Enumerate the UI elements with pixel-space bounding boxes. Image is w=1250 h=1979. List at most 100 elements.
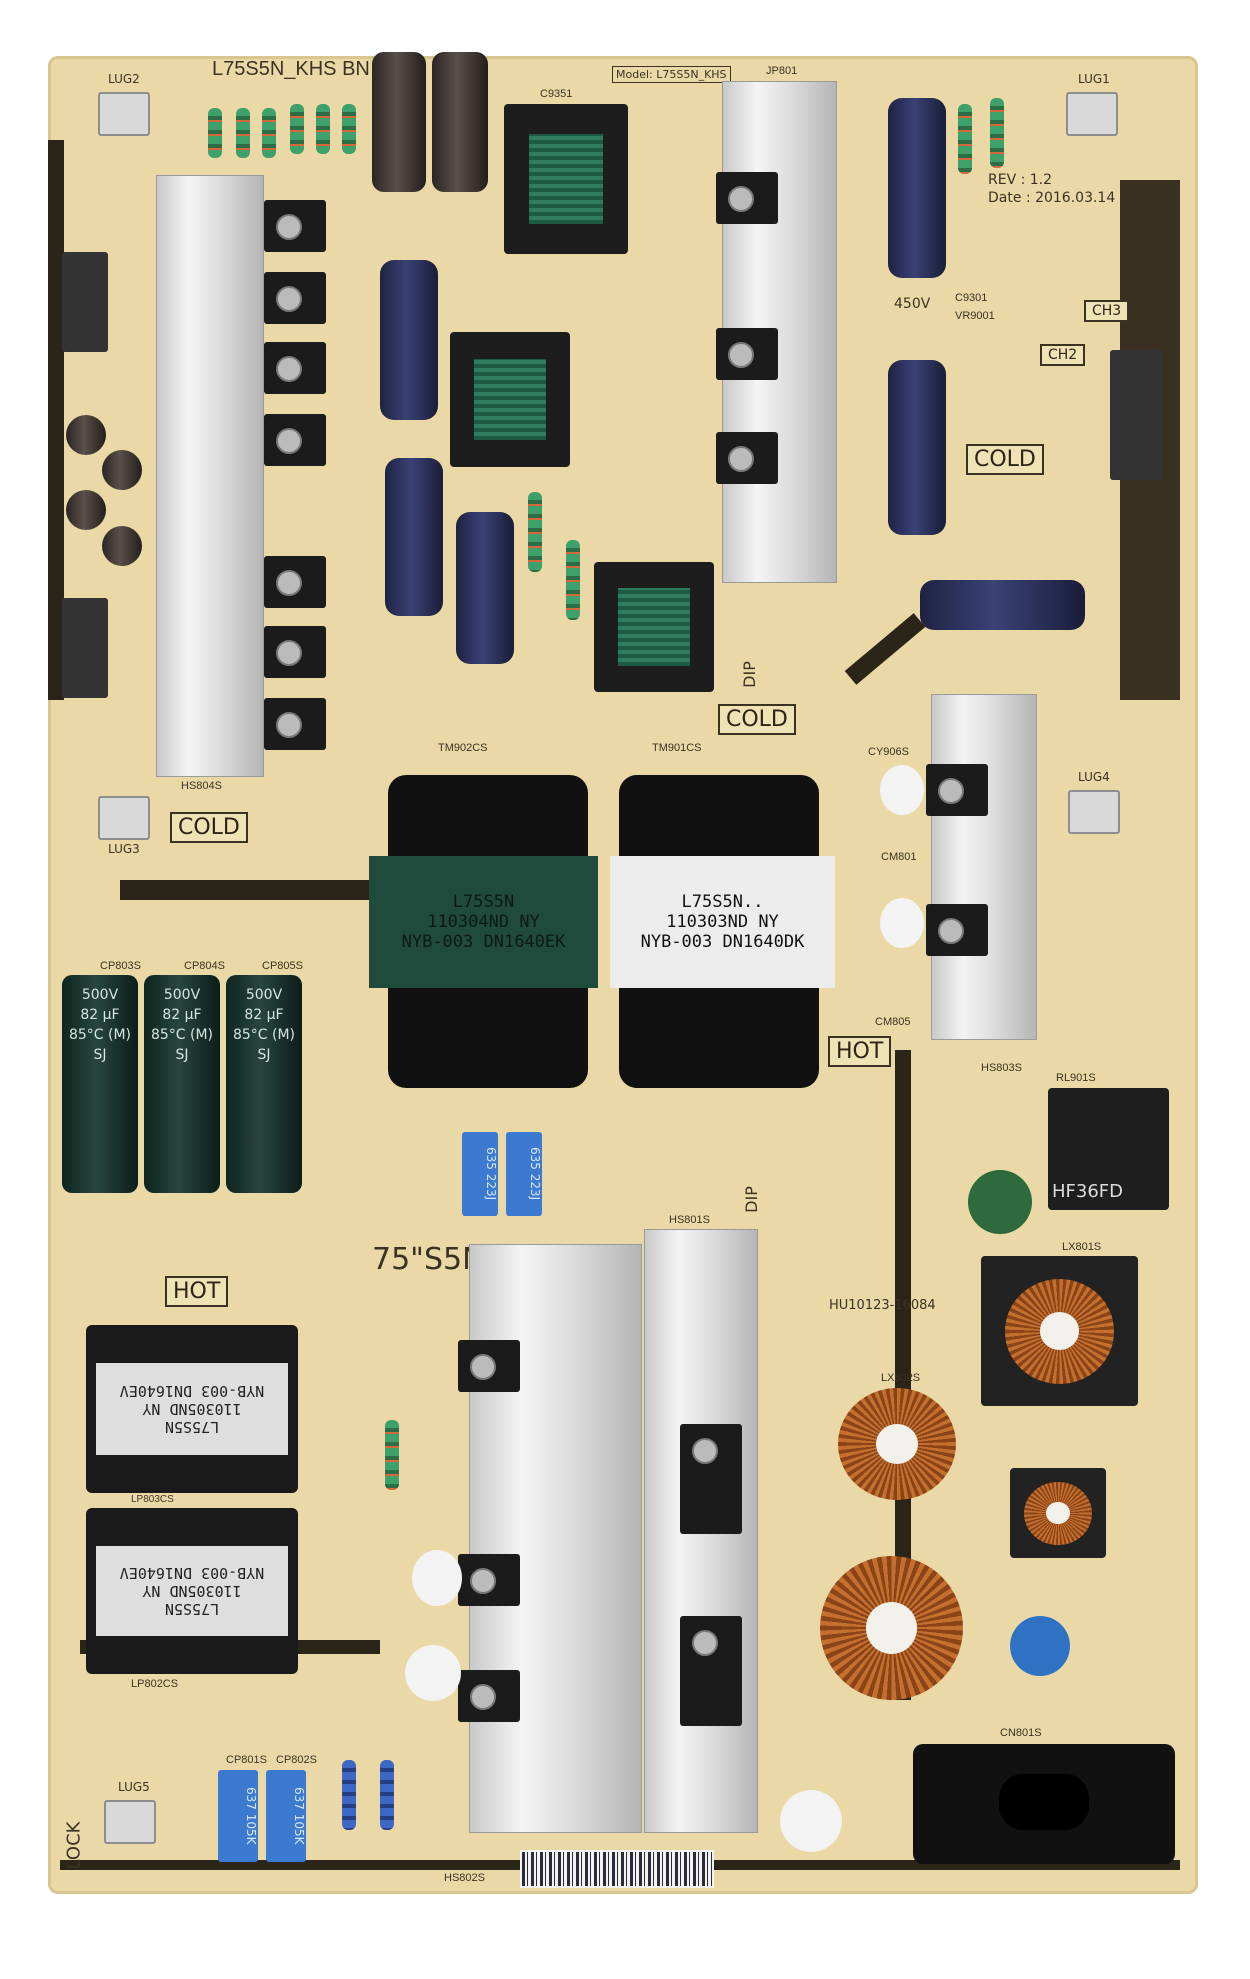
mosfet [926, 904, 988, 956]
electrolytic-capacitor [385, 458, 443, 616]
capacitor-rating: SJ [175, 1047, 189, 1063]
ground-lug [1066, 92, 1118, 136]
transformer-code: 110305ND NY [142, 1400, 242, 1418]
electrolytic-capacitor [920, 580, 1085, 630]
bulk-capacitor: 500V 82 µF 85°C (M) SJ [226, 975, 302, 1193]
mosfet [264, 342, 326, 394]
bulk-capacitor: 500V 82 µF 85°C (M) SJ [144, 975, 220, 1193]
size-mark: 75"S5N [372, 1242, 485, 1277]
pcb-trace [48, 140, 64, 700]
connector[interactable] [62, 598, 108, 698]
electrolytic-capacitor [888, 98, 946, 278]
ground-lug [98, 796, 150, 840]
dip-label: DIP [741, 1186, 761, 1213]
silkscreen-ref: VR9001 [955, 310, 995, 322]
relay-label: HF36FD [1052, 1181, 1124, 1202]
resistor [566, 540, 580, 620]
glue-blob [880, 898, 924, 948]
capacitor-rating: 85°C (M) [232, 1027, 296, 1043]
heatsink-left [156, 175, 264, 777]
electrolytic-capacitor [102, 450, 142, 490]
silkscreen-ref: CP803S [100, 960, 141, 972]
y-capacitor [1010, 1616, 1070, 1676]
lug-label: LUG3 [108, 842, 140, 856]
voltage-mark: 450V [894, 296, 931, 312]
resistor [958, 104, 972, 174]
electrolytic-capacitor [102, 526, 142, 566]
ground-lug [1068, 790, 1120, 834]
silkscreen-ref: LX802S [881, 1372, 921, 1384]
electrolytic-capacitor [456, 512, 514, 664]
ac-inlet-socket [999, 1774, 1089, 1830]
silkscreen-ref: LP802CS [131, 1678, 179, 1690]
capacitor-rating: 500V [245, 987, 283, 1003]
barcode-sticker [520, 1850, 714, 1888]
silkscreen-ref: C9351 [540, 88, 573, 100]
toroid-choke [838, 1388, 956, 1500]
transformer-part: NYB-003 DN1640DK [640, 932, 805, 952]
silkscreen-ref: LX801S [1062, 1241, 1102, 1253]
silkscreen-ref: LP803CS [131, 1494, 174, 1505]
connector[interactable] [1110, 350, 1162, 480]
mosfet [716, 172, 778, 224]
resistor [528, 492, 542, 572]
mosfet [458, 1554, 520, 1606]
common-mode-choke [981, 1256, 1138, 1406]
transformer-model: L75S5N.. [681, 892, 764, 912]
glue-blob [880, 765, 924, 815]
zone-label-cold: COLD [966, 444, 1044, 475]
silkscreen-ref: C9301 [955, 292, 988, 304]
resistor [236, 108, 250, 158]
pcb-trace [120, 880, 370, 900]
silkscreen-ref: CP801S [226, 1754, 267, 1766]
capacitor-rating: 82 µF [162, 1007, 202, 1023]
lock-label: LOCK [63, 1821, 85, 1870]
resistor [262, 108, 276, 158]
capacitor-rating: 85°C (M) [68, 1027, 132, 1043]
mosfet [264, 626, 326, 678]
capacitor-rating: 85°C (M) [150, 1027, 214, 1043]
resistor [380, 1760, 394, 1830]
inductor [504, 104, 628, 254]
capacitor-rating: SJ [257, 1047, 271, 1063]
mosfet [716, 328, 778, 380]
silkscreen-ref: TM902CS [438, 742, 488, 754]
silkscreen-ref: CM805 [875, 1016, 911, 1028]
common-mode-choke [1010, 1468, 1106, 1558]
electrolytic-capacitor [432, 52, 488, 192]
transformer-part: NYB-003 DN1640EK [401, 932, 566, 952]
transformer-label: L75S5N.. 110303ND NY NYB-003 DN1640DK [610, 856, 835, 988]
ac-inlet-connector[interactable] [913, 1744, 1175, 1864]
electrolytic-capacitor [888, 360, 946, 535]
zone-label-hot: HOT [828, 1036, 892, 1067]
bulk-capacitor: 500V 82 µF 85°C (M) SJ [62, 975, 138, 1193]
silkscreen-ref: JP801 [766, 65, 798, 77]
film-capacitor: 635 223J [506, 1132, 542, 1216]
mosfet [264, 200, 326, 252]
silkscreen-ref: HS803S [981, 1062, 1022, 1074]
date-label: Date : 2016.03.14 [988, 190, 1116, 206]
mosfet [926, 764, 988, 816]
resistor [316, 104, 330, 154]
channel-label: CH2 [1040, 344, 1086, 366]
transformer-model: L75S5N [164, 1418, 220, 1436]
connector[interactable] [62, 252, 108, 352]
inductor [594, 562, 714, 692]
transformer-label: L75S5N 110304ND NY NYB-003 DN1640EK [369, 856, 598, 988]
revision-label: REV : 1.2 [988, 172, 1053, 188]
silkscreen-ref: RL901S [1056, 1072, 1096, 1084]
transformer-part: NYB-003 DN1640EV [119, 1382, 265, 1400]
lug-label: LUG5 [118, 1780, 150, 1794]
resistor [290, 104, 304, 154]
silkscreen-ref: TM901CS [652, 742, 702, 754]
silkscreen-ref: HS802S [444, 1872, 485, 1884]
zone-label-cold: COLD [718, 704, 796, 735]
electrolytic-capacitor [66, 415, 106, 455]
certification-code: HU10123-16084 [829, 1298, 936, 1313]
silkscreen-ref: CM801 [881, 851, 917, 863]
resistor [990, 98, 1004, 168]
ground-lug [98, 92, 150, 136]
silkscreen-ref: CP802S [276, 1754, 317, 1766]
silkscreen-ref: HS801S [669, 1214, 710, 1226]
transformer-model: L75S5N [164, 1600, 220, 1618]
